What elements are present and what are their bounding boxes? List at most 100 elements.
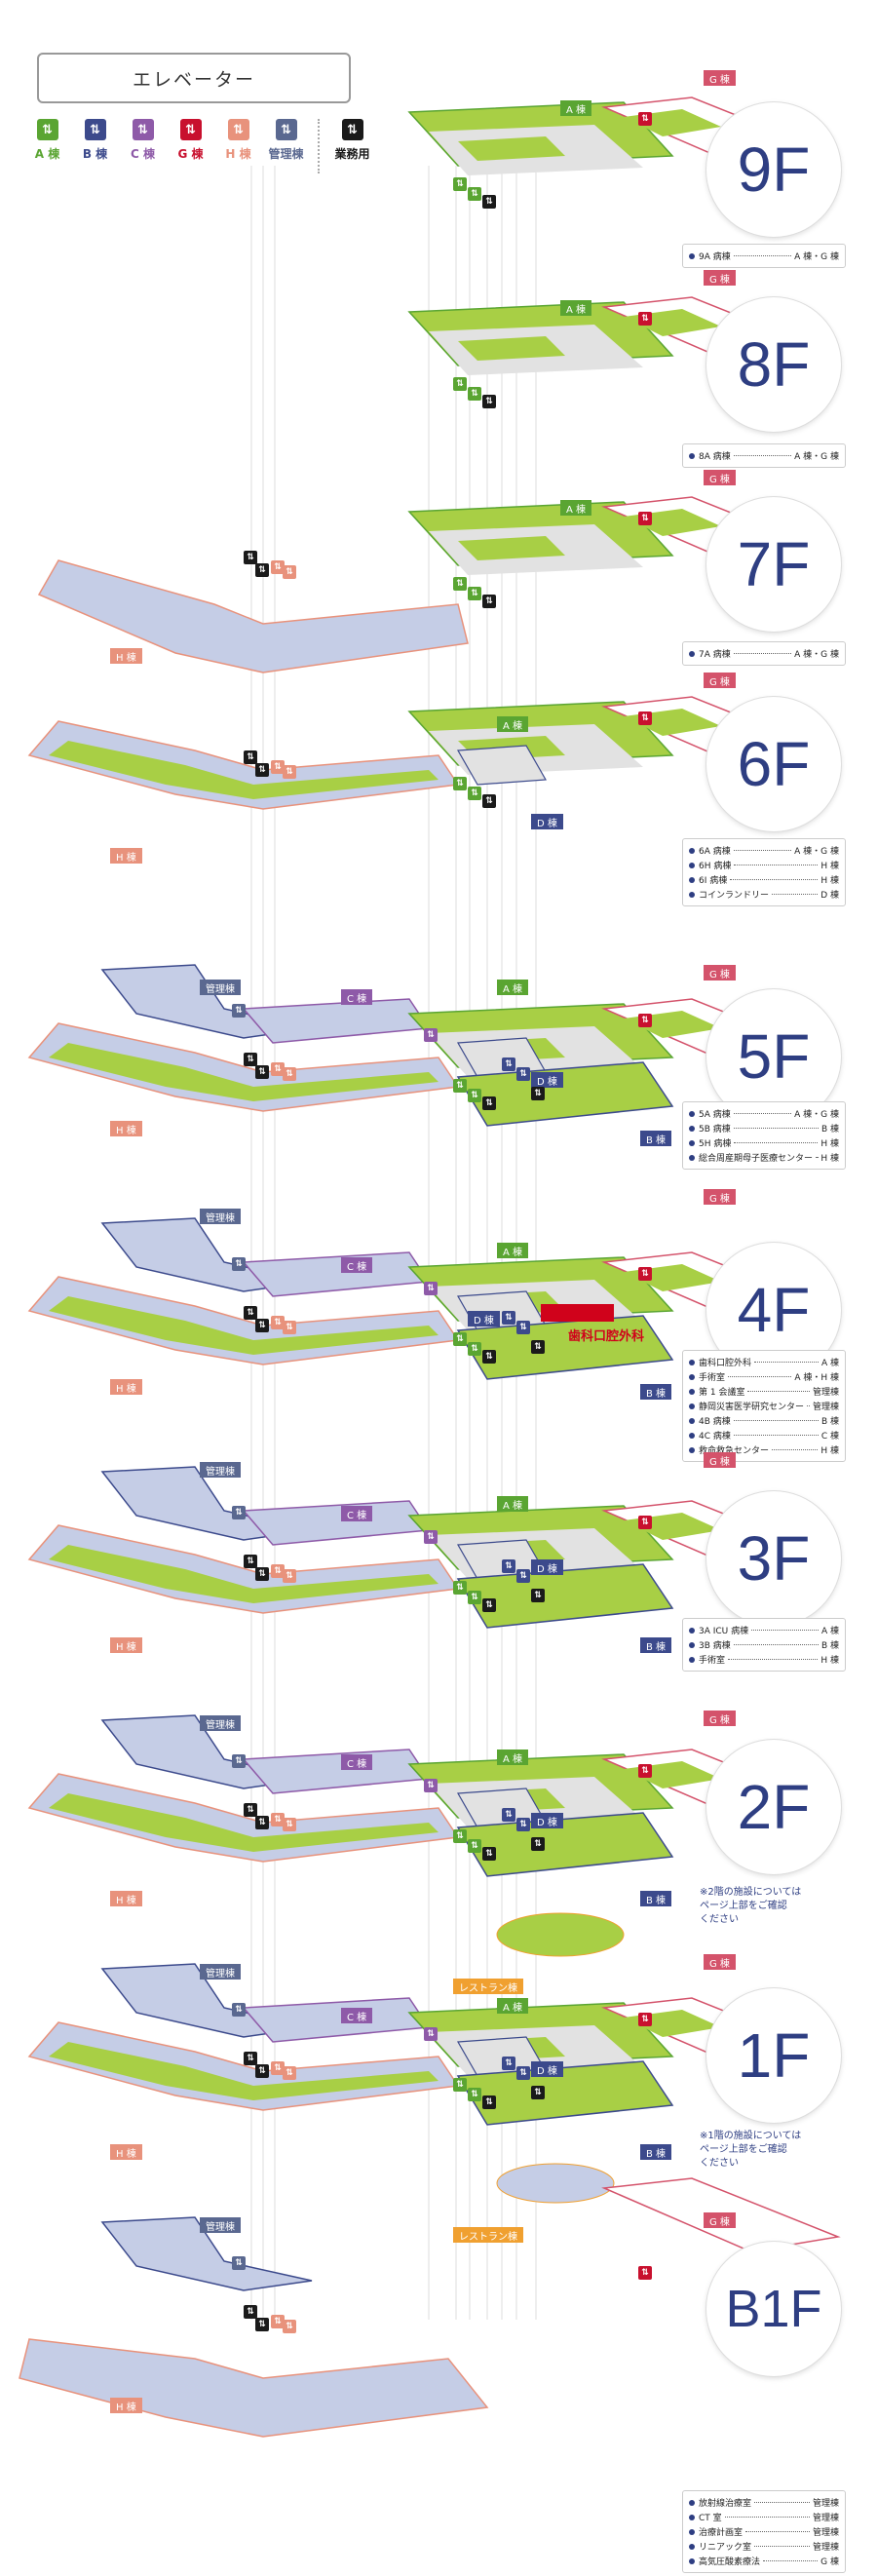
c-wing-shape	[242, 1500, 431, 1546]
elevator-icon: ⇅	[424, 1779, 438, 1792]
building-tag: H 棟	[110, 1379, 142, 1395]
building-name: A 棟・G 棟	[794, 252, 839, 262]
building-tag: C 棟	[341, 1754, 373, 1770]
building-tag: G 棟	[704, 1711, 736, 1726]
facility-name: 手術室	[699, 1656, 726, 1666]
leader-dots	[733, 1420, 819, 1421]
building-name: C 棟	[820, 1432, 839, 1442]
facility-name: 3A ICU 病棟	[699, 1627, 749, 1636]
elevator-icon: ⇅	[638, 2266, 652, 2280]
building-tag: H 棟	[110, 648, 142, 664]
elevator-icon: ⇅	[283, 765, 296, 779]
leader-dots	[733, 255, 792, 256]
leader-dots	[816, 1157, 819, 1158]
building-tag: 管理棟	[200, 2217, 241, 2233]
elevator-icon: ⇅	[283, 2066, 296, 2080]
note-line: ※2階の施設については	[700, 1887, 802, 1898]
building-tag: 管理棟	[200, 1462, 241, 1478]
building-tag: B 棟	[640, 1384, 672, 1400]
elevator-icon: ⇅	[638, 312, 652, 326]
facility-name: CT 室	[699, 2514, 722, 2523]
elevator-icon: ⇅	[132, 119, 154, 140]
elevator-icon: ⇅	[453, 1332, 467, 1346]
elevator-icon: ⇅	[255, 1567, 269, 1581]
floor-info-box: 9A 病棟 A 棟・G 棟	[682, 244, 846, 268]
elevator-icon: ⇅	[283, 1818, 296, 1831]
note-line: ページ上部をご確認	[700, 1901, 787, 1911]
leader-dots	[733, 1113, 792, 1114]
building-name: D 棟	[820, 891, 839, 901]
note-line: ページ上部をご確認	[700, 2144, 787, 2155]
building-name: A 棟・G 棟	[794, 452, 839, 462]
elevator-icon: ⇅	[468, 187, 481, 201]
h-wing-shape	[37, 559, 469, 673]
elevator-icon: ⇅	[531, 2086, 545, 2099]
elevator-icon: ⇅	[244, 2052, 257, 2065]
building-tag: B 棟	[640, 1131, 672, 1146]
building-tag: 管理棟	[200, 1964, 241, 1980]
info-row: 5A 病棟 A 棟・G 棟	[689, 1106, 839, 1121]
facility-name: 9A 病棟	[699, 252, 731, 262]
elevator-icon: ⇅	[482, 2095, 496, 2109]
legend-label: C 棟	[131, 147, 155, 161]
facility-name: 3B 病棟	[699, 1641, 731, 1651]
dental-highlight-area	[541, 1304, 614, 1322]
bullet-icon	[689, 1627, 695, 1634]
building-tag: C 棟	[341, 2008, 373, 2023]
elevator-icon: ⇅	[482, 1847, 496, 1861]
info-row: 第 1 会議室管理棟	[689, 1384, 839, 1399]
h-wing-rooms	[49, 1296, 438, 1355]
bullet-icon	[689, 862, 695, 868]
facility-name: 放射線治療室	[699, 2499, 752, 2509]
facility-name: 5B 病棟	[699, 1125, 731, 1134]
facility-name: 6I 病棟	[699, 876, 728, 886]
elevator-icon: ⇅	[453, 377, 467, 391]
facility-name: リニアック室	[699, 2543, 752, 2553]
facility-name: 手術室	[699, 1373, 726, 1383]
building-name: A 棟・G 棟	[794, 1110, 839, 1120]
leader-dots	[772, 894, 819, 895]
building-tag: G 棟	[704, 470, 736, 485]
b-wing-shape	[456, 1812, 674, 1877]
elevator-icon: ⇅	[516, 1321, 530, 1334]
bullet-icon	[689, 2499, 695, 2506]
elevator-icon: ⇅	[255, 1816, 269, 1829]
elevator-icon: ⇅	[271, 1813, 285, 1826]
building-name: A 棟	[820, 1359, 839, 1368]
leader-dots	[763, 2560, 819, 2561]
elevator-icon: ⇅	[232, 1506, 246, 1519]
legend-label: A 棟	[34, 147, 60, 161]
bullet-icon	[689, 1403, 695, 1409]
elevator-icon: ⇅	[482, 395, 496, 408]
elevator-icon: ⇅	[453, 577, 467, 591]
elevator-icon: ⇅	[255, 2064, 269, 2078]
leader-dots	[754, 2502, 810, 2503]
bullet-icon	[689, 252, 695, 259]
building-tag: G 棟	[704, 1954, 736, 1970]
elevator-icon: ⇅	[244, 750, 257, 764]
bullet-icon	[689, 891, 695, 898]
c-wing-shape	[242, 1251, 431, 1297]
building-tag: C 棟	[341, 1506, 373, 1521]
floor-badge: 2F	[706, 1740, 841, 1874]
bullet-icon	[689, 2557, 695, 2564]
info-row: 静岡災害医学研究センター管理棟	[689, 1399, 839, 1413]
elevator-icon: ⇅	[516, 1818, 530, 1831]
h-wing-rooms	[49, 1043, 438, 1101]
elevator-icon: ⇅	[502, 1808, 515, 1822]
legend-label: H 棟	[225, 147, 251, 161]
elevator-icon: ⇅	[424, 1530, 438, 1544]
leader-dots	[754, 2546, 810, 2547]
leader-dots	[734, 1142, 819, 1143]
leader-dots	[754, 1362, 819, 1363]
elevator-icon: ⇅	[283, 1321, 296, 1334]
facility-name: 5A 病棟	[699, 1110, 731, 1120]
bullet-icon	[689, 1110, 695, 1117]
leader-dots	[772, 1449, 819, 1450]
elevator-icon: ⇅	[453, 1581, 467, 1595]
